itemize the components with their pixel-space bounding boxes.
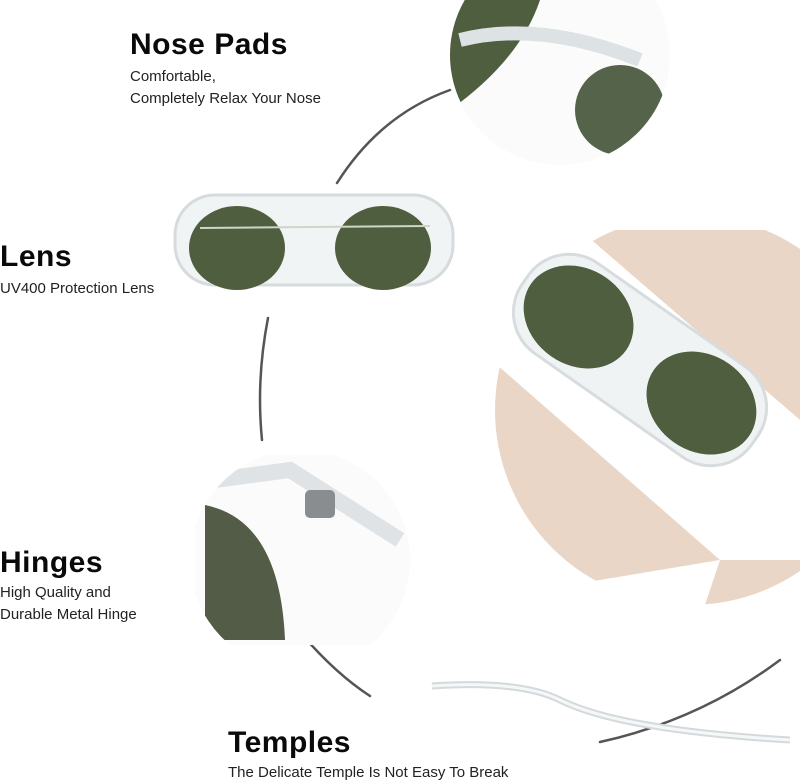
- sunglasses-front: [173, 193, 455, 290]
- feature-desc-line: High Quality and: [0, 584, 111, 601]
- feature-title: Hinges: [0, 546, 104, 579]
- hinges-detail: [195, 455, 410, 645]
- feature-title: Temples: [228, 726, 351, 759]
- feature-hinges: Hinges High Quality and Durable Metal Hi…: [0, 546, 137, 626]
- feature-desc-line: Comfortable,: [130, 68, 216, 85]
- feature-nose-pads: Nose Pads Comfortable, Completely Relax …: [130, 28, 321, 110]
- product-image-circle: [495, 230, 800, 605]
- feature-desc-line: UV400 Protection Lens: [0, 280, 155, 297]
- arc-nose-pads: [335, 88, 452, 185]
- sunglasses-angled: [511, 252, 769, 468]
- feature-desc-line: Completely Relax Your Nose: [130, 90, 321, 107]
- feature-temples: Temples The Delicate Temple Is Not Easy …: [228, 726, 508, 784]
- feature-title: Lens: [0, 240, 73, 273]
- feature-desc-line: Durable Metal Hinge: [0, 606, 137, 623]
- feature-lens: Lens UV400 Protection Lens: [0, 240, 154, 300]
- feature-title: Nose Pads: [130, 28, 288, 61]
- arc-lens: [258, 316, 270, 442]
- arc-temples: [598, 658, 782, 744]
- nose-pads-detail: [450, 0, 670, 165]
- feature-desc-line: The Delicate Temple Is Not Easy To Break: [228, 764, 509, 781]
- temple-detail: [431, 681, 791, 744]
